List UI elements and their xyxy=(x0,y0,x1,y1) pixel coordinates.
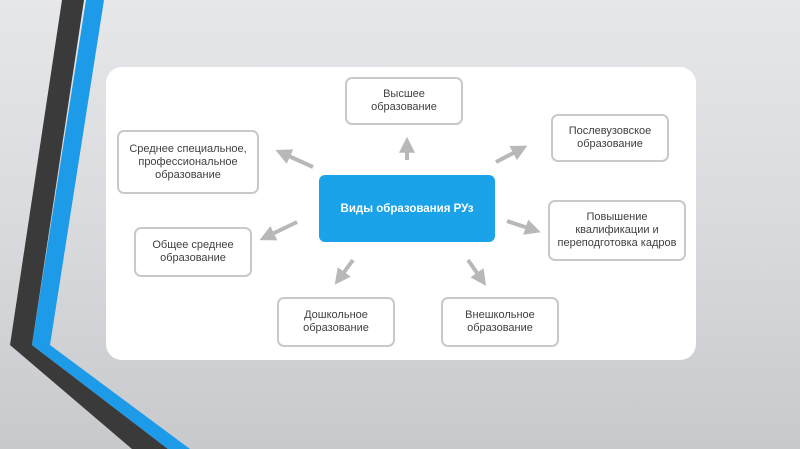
arrow-to-secondary-special xyxy=(275,149,314,169)
arrow-to-postgraduate xyxy=(495,145,528,164)
node-secondary-special-education: Среднее специальное, профессиональное об… xyxy=(117,130,259,194)
arrow-to-out-of-school xyxy=(466,258,487,286)
dark-stripe xyxy=(10,0,168,449)
arrow-to-preschool xyxy=(334,258,355,285)
node-general-secondary-education: Общее среднее образование xyxy=(134,227,252,277)
arrow-to-qualification xyxy=(506,219,541,235)
node-postgraduate-education: Послевузовское образование xyxy=(551,114,669,162)
node-out-of-school-education: Внешкольное образование xyxy=(441,297,559,347)
node-qualification-retraining: Повышение квалификации и переподготовка … xyxy=(548,200,686,261)
arrow-to-general-secondary xyxy=(259,220,298,241)
node-higher-education: Высшее образование xyxy=(345,77,463,125)
blue-stripe xyxy=(32,0,190,449)
center-node: Виды образования РУз xyxy=(319,175,495,242)
node-preschool-education: Дошкольное образование xyxy=(277,297,395,347)
